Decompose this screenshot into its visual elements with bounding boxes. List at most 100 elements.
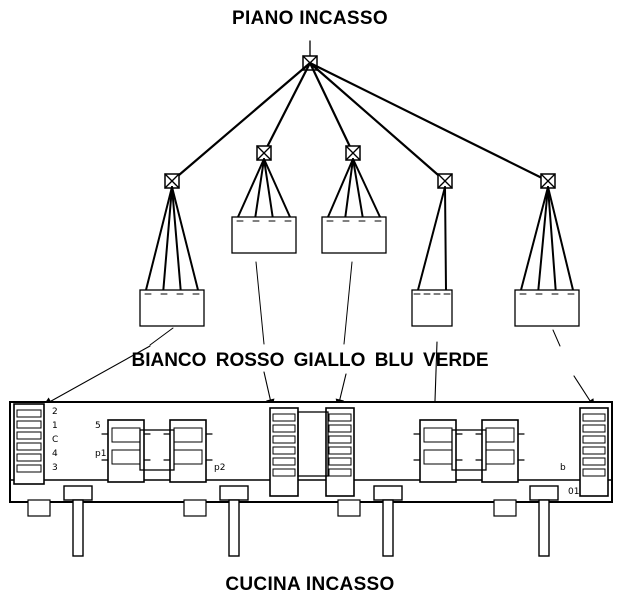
junction-bianco	[164, 173, 180, 189]
terminal-strip-bianco	[13, 403, 45, 485]
knob-shaft-2-collar	[219, 485, 249, 501]
foot-4	[493, 499, 517, 517]
terminal-strip-bianco-slot-1	[16, 420, 42, 429]
relay-link-left	[139, 429, 175, 471]
connector-rosso-body	[231, 216, 297, 254]
branch-wire-giallo-1	[344, 158, 354, 218]
terminal-strip-rosso-slot-4	[272, 457, 296, 466]
branch-wire-giallo-2	[352, 158, 364, 218]
leader-giallo	[343, 261, 353, 345]
knob-shaft-3-collar	[373, 485, 403, 501]
terminal-strip-rosso-slot-1	[272, 424, 296, 433]
junction-blu	[437, 173, 453, 189]
pin-label-3: 4	[52, 449, 58, 459]
branch-wire-blu-0	[417, 186, 446, 291]
branch-wire-giallo-3	[352, 158, 381, 218]
foot-2	[183, 499, 207, 517]
arrow-bianco	[42, 345, 151, 406]
terminal-strip-giallo-slot-1	[328, 424, 352, 433]
pin-label-7: p2	[214, 463, 225, 473]
relay-1-coil-bottom	[111, 449, 141, 465]
terminal-strip-giallo-slot-2	[328, 435, 352, 444]
pin-label-2: C	[52, 435, 58, 445]
branch-wire-rosso-0	[237, 158, 265, 218]
bottom-title: CUCINA INCASSO	[225, 574, 395, 595]
terminal-strip-verde	[579, 407, 609, 497]
terminal-strip-rosso-slot-3	[272, 446, 296, 455]
terminal-strip-bianco-slot-2	[16, 431, 42, 440]
terminal-strip-bianco-slot-5	[16, 464, 42, 473]
terminal-strip-bianco-slot-4	[16, 453, 42, 462]
knob-shaft-2	[228, 499, 240, 557]
branch-wire-verde-1	[537, 186, 549, 291]
relay-3	[413, 419, 463, 483]
relay-1-coil-top	[111, 427, 141, 443]
terminal-strip-bianco-slot-3	[16, 442, 42, 451]
knob-shaft-1	[72, 499, 84, 557]
trunk-wire-bianco	[170, 61, 312, 183]
pin-label-9: 01	[568, 487, 579, 497]
terminal-strip-verde-slot-0	[582, 413, 606, 422]
branch-wire-verde-0	[520, 186, 549, 291]
junction-rosso	[256, 145, 272, 161]
junction-giallo-cross-b	[345, 145, 361, 161]
pin-label-4: 3	[52, 463, 58, 473]
branch-wire-rosso-3	[263, 158, 291, 218]
junction-blu-cross-b	[437, 173, 453, 189]
connector-giallo	[321, 216, 387, 254]
connector-rosso	[231, 216, 297, 254]
terminal-strip-bianco-slot-0	[16, 409, 42, 418]
relay-1	[101, 419, 151, 483]
relay-3-coil-top	[423, 427, 453, 443]
top-title: PIANO INCASSO	[232, 8, 388, 29]
branch-wire-verde-2	[547, 186, 557, 291]
junction-rosso-cross-b	[256, 145, 272, 161]
terminal-strip-verde-slot-3	[582, 446, 606, 455]
wire-label-blu: BLU	[374, 350, 414, 371]
knob-shaft-4-collar	[529, 485, 559, 501]
foot-1	[27, 499, 51, 517]
relay-2-coil-top	[173, 427, 203, 443]
center-bridge	[297, 411, 329, 477]
pin-label-5: 5	[95, 421, 101, 431]
knob-shaft-1-collar	[63, 485, 93, 501]
wiring-harness	[42, 40, 595, 432]
leader-verde	[552, 329, 561, 347]
relay-3-coil-bottom	[423, 449, 453, 465]
terminal-strip-giallo	[325, 407, 355, 497]
knob-shaft-3	[382, 499, 394, 557]
connector-bianco-body	[139, 289, 205, 327]
trunk-wire-rosso	[262, 61, 312, 155]
relay-4	[475, 419, 525, 483]
wire-label-verde: VERDE	[423, 350, 489, 371]
terminal-strip-verde-slot-4	[582, 457, 606, 466]
leader-bianco	[149, 327, 174, 346]
wire-color-labels: BIANCO ROSSO GIALLO BLU VERDE	[0, 350, 620, 372]
relay-4-coil-bottom	[485, 449, 515, 465]
branch-wire-bianco-0	[145, 186, 173, 291]
connector-bianco	[139, 289, 205, 327]
branch-wire-verde-3	[547, 186, 574, 291]
pin-label-8: b	[560, 463, 566, 473]
junction-giallo	[345, 145, 361, 161]
terminal-strip-rosso-slot-0	[272, 413, 296, 422]
branch-wire-bianco-3	[171, 186, 199, 291]
terminal-strip-giallo-slot-4	[328, 457, 352, 466]
relay-2	[163, 419, 213, 483]
junction-bianco-cross-b	[164, 173, 180, 189]
terminal-strip-giallo-slot-3	[328, 446, 352, 455]
terminal-strip-verde-slot-5	[582, 468, 606, 477]
terminal-strip-rosso-slot-5	[272, 468, 296, 477]
trunk-wire-verde	[308, 61, 550, 183]
pin-label-0: 2	[52, 407, 58, 417]
branch-wire-bianco-2	[171, 186, 182, 291]
terminal-strip-rosso	[269, 407, 299, 497]
junction-verde-cross-b	[540, 173, 556, 189]
terminal-strip-giallo-slot-5	[328, 468, 352, 477]
connector-verde-body	[514, 289, 580, 327]
terminal-strip-rosso-slot-2	[272, 435, 296, 444]
wire-label-giallo: GIALLO	[293, 350, 366, 371]
leader-rosso	[255, 261, 265, 345]
